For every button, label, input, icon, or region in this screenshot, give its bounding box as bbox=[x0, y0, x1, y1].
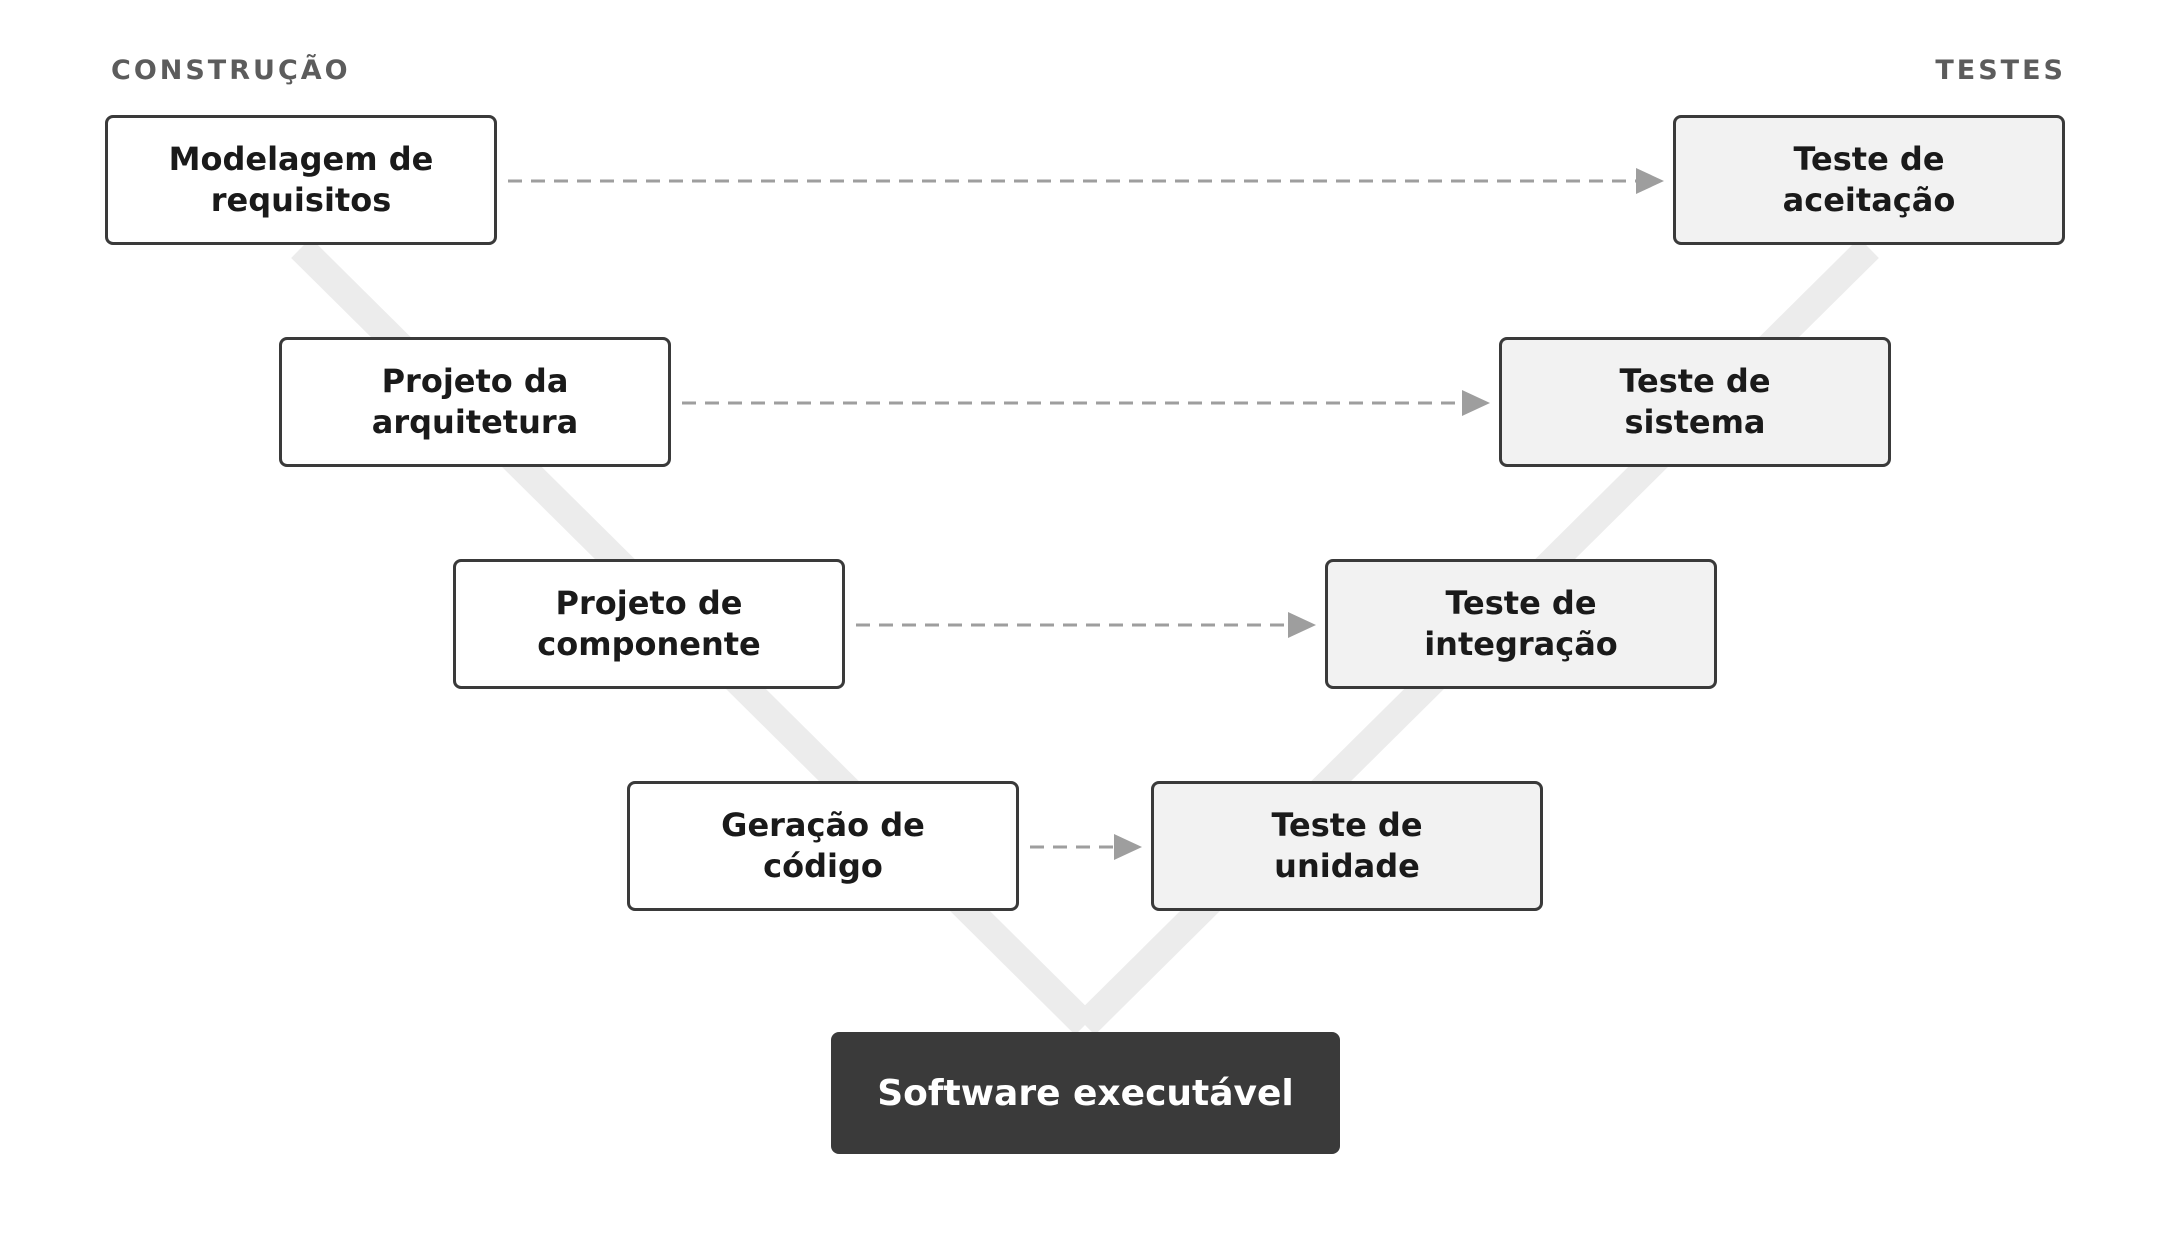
step-projeto-componente: Projeto de componente bbox=[453, 559, 845, 689]
step-label: Projeto de componente bbox=[537, 584, 761, 663]
tests-column-label: TESTES bbox=[1935, 55, 2066, 86]
construction-column-label: CONSTRUÇÃO bbox=[111, 55, 351, 86]
step-label: Projeto da arquitetura bbox=[371, 362, 579, 441]
step-label: Geração de código bbox=[721, 806, 925, 885]
step-label: Teste de unidade bbox=[1271, 806, 1423, 885]
arrow-requisitos-aceitacao bbox=[508, 168, 1664, 194]
step-teste-aceitacao: Teste de aceitação bbox=[1673, 115, 2065, 245]
step-modelagem-requisitos: Modelagem de requisitos bbox=[105, 115, 497, 245]
step-teste-integracao: Teste de integração bbox=[1325, 559, 1717, 689]
step-label: Teste de sistema bbox=[1619, 362, 1771, 441]
step-label: Modelagem de requisitos bbox=[168, 140, 434, 219]
step-geracao-codigo: Geração de código bbox=[627, 781, 1019, 911]
arrow-componente-integracao bbox=[856, 612, 1316, 638]
step-projeto-arquitetura: Projeto da arquitetura bbox=[279, 337, 671, 467]
arrow-codigo-unidade bbox=[1030, 834, 1142, 860]
final-label: Software executável bbox=[877, 1072, 1294, 1114]
arrow-arquitetura-sistema bbox=[682, 390, 1490, 416]
step-label: Teste de aceitação bbox=[1782, 140, 1956, 219]
step-label: Teste de integração bbox=[1424, 584, 1618, 663]
step-teste-sistema: Teste de sistema bbox=[1499, 337, 1891, 467]
software-executavel-box: Software executável bbox=[831, 1032, 1340, 1154]
step-teste-unidade: Teste de unidade bbox=[1151, 781, 1543, 911]
